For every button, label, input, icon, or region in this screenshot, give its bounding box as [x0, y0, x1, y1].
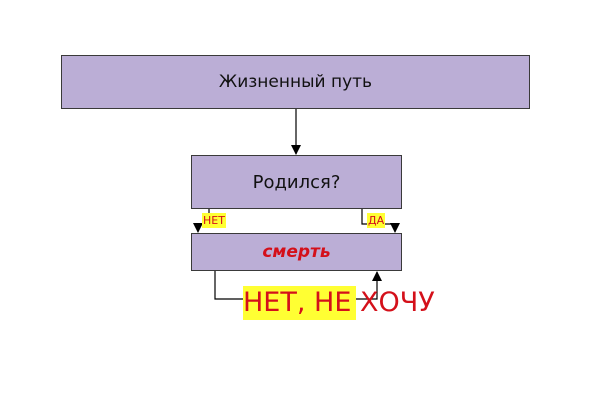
life-path-label: Жизненный путь: [218, 72, 373, 92]
death-box: смерть: [191, 233, 402, 271]
born-label: Родился?: [252, 171, 341, 193]
refusal-label: НЕТ, НЕ ХОЧУ: [243, 286, 435, 320]
branch-no-label: НЕТ: [202, 213, 226, 228]
life-path-box: Жизненный путь: [61, 55, 530, 109]
death-label: смерть: [262, 242, 331, 262]
branch-yes-label: ДА: [367, 213, 386, 228]
born-decision-box: Родился?: [191, 155, 402, 209]
